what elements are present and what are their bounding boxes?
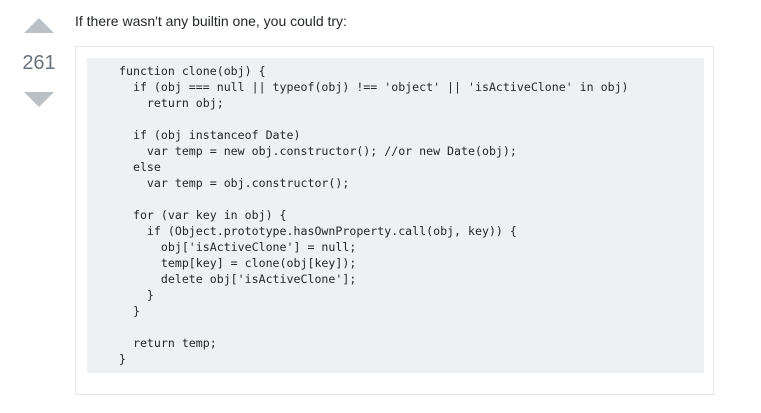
vote-count: 261 xyxy=(22,52,56,74)
arrow-down-icon[interactable] xyxy=(24,92,54,107)
answer-intro-text: If there wasn't any builtin one, you cou… xyxy=(75,13,347,29)
code-text: function clone(obj) { if (obj === null |… xyxy=(119,64,629,366)
arrow-up-icon[interactable] xyxy=(24,18,54,33)
code-snippet-container: function clone(obj) { if (obj === null |… xyxy=(75,46,714,395)
code-block: function clone(obj) { if (obj === null |… xyxy=(87,58,704,373)
